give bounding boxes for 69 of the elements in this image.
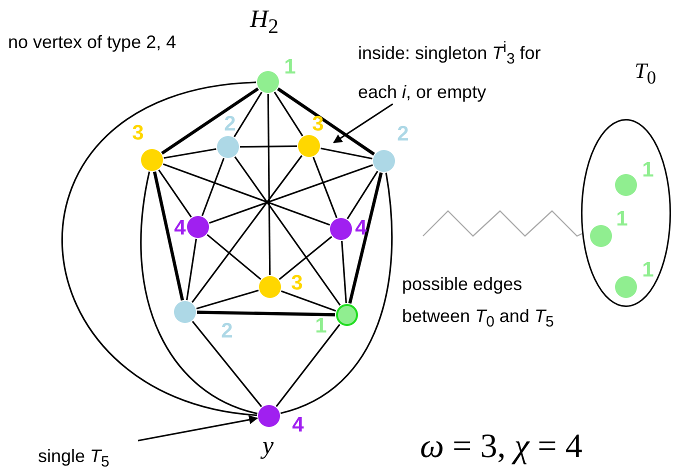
vertex-number: 3 [312,114,324,134]
graph-edge [320,148,372,160]
graph-edge [206,234,262,280]
note-text: no vertex of type 2, 4 [8,31,176,54]
vertex-dot [259,276,281,298]
graph-edge [196,310,336,316]
arrow [138,415,258,442]
graph-edge [267,94,271,275]
vertex-dot [615,174,637,196]
graph-edge [163,163,330,226]
graph-edge [152,171,184,301]
vertex-number: 4 [292,414,304,436]
graph-edge [164,148,216,159]
vertex-dot [217,136,239,158]
vertex-number: 3 [132,122,144,144]
graph-edge [161,87,259,155]
vertex-number: 2 [224,114,236,134]
graph-edge [196,290,259,310]
graph-edge [209,164,373,224]
vertex-dot [257,71,279,93]
vertex-number: 1 [315,316,327,336]
graph-edge [346,170,378,220]
vertex-dot [141,149,163,171]
graph-edge [192,320,262,408]
vertex-number: 1 [642,160,654,180]
graph-edge [192,155,302,303]
vertex-name: y [262,434,274,458]
graph-edge [234,156,341,306]
graph-edge [341,240,347,304]
arrow [332,103,394,144]
formula-text: ω = 3, χ = 4 [420,428,582,466]
vertex-number: 1 [284,56,296,78]
graph-edge [281,290,336,312]
vertex-dot [258,405,280,427]
graph-edge [240,145,297,148]
note-text: possible edges between T$_{0}$ and T$_{5}$ [402,273,555,333]
graph-edge [312,156,338,218]
graph-edge [201,158,225,216]
annotation-text: inside: singleton T$^{i}$$_{3}$ for each i, or empty [358,32,554,108]
zigzag-line [422,210,582,237]
graph-edge [276,324,340,407]
curved-edge [280,172,393,414]
vertex-dot [298,135,320,157]
vertex-number: 1 [616,208,628,230]
set-label: T$_{0}$ [634,58,656,88]
graph-title: H$_{2}$ [250,6,278,39]
curved-edge [62,82,258,416]
curved-edge [140,172,258,414]
graph-edge [274,92,304,136]
vertex-number: 3 [291,272,303,294]
vertex-dot [590,225,612,247]
graph-edge [278,236,332,280]
vertex-dot [615,276,637,298]
graph-edge [348,172,383,304]
vertex-number: 2 [397,124,409,144]
vertex-dot [373,150,395,172]
vertex-number: 4 [174,218,186,238]
vertex-dot [336,304,358,326]
annotation-text: single T$_{5}$ [38,440,138,473]
vertex-dot [187,216,209,238]
vertex-dot [174,301,196,323]
vertex-number: 2 [221,320,233,342]
graph-edge [186,238,197,300]
vertex-number: 4 [355,218,367,238]
vertex-number: 1 [642,260,654,280]
vertex-dot [330,218,352,240]
graph-edge [277,87,375,156]
graph-edge [158,169,192,218]
graph-edge [234,92,262,138]
